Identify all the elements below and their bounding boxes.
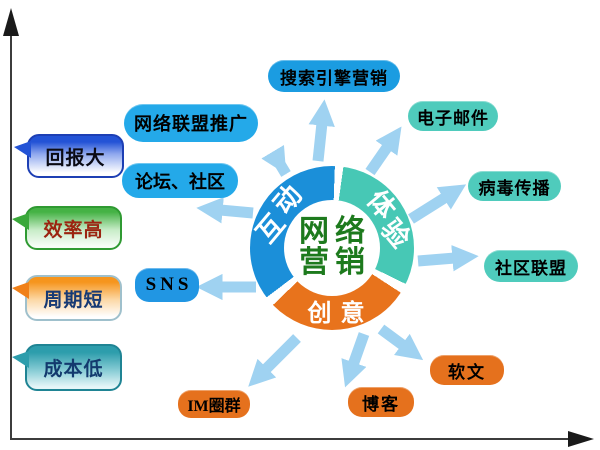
- channel-community-alliance: 社区联盟: [484, 250, 578, 282]
- channel-blog: 博客: [348, 387, 414, 417]
- channel-search-engine-marketing: 搜索引擎营销: [268, 60, 400, 92]
- segment-label-creativity: 创意: [307, 300, 374, 327]
- benefit-label: 成本低: [43, 359, 104, 380]
- arrow-to-search-engine: [308, 99, 335, 162]
- arrow-to-blog: [341, 332, 370, 388]
- arrow-to-soft-article: [377, 324, 424, 361]
- callout-tail-icon: [12, 213, 29, 230]
- callout-tail-icon: [14, 141, 31, 158]
- y-axis: [10, 32, 12, 440]
- channel-forum-community: 论坛、社区: [122, 163, 238, 198]
- benefit-short-cycle: 周期短: [12, 275, 122, 321]
- benefit-label: 周期短: [43, 289, 104, 311]
- arrow-to-alliance-promo: [261, 144, 291, 177]
- x-axis: [10, 438, 572, 440]
- callout-tail-icon: [12, 351, 29, 368]
- arrow-to-forum: [196, 197, 254, 224]
- channel-email: 电子邮件: [408, 101, 498, 131]
- y-axis-arrow-icon: [3, 8, 19, 36]
- channel-soft-article: 软文: [430, 355, 504, 385]
- channel-alliance-promotion: 网络联盟推广: [124, 104, 258, 142]
- benefit-big-return: 回报大: [14, 134, 124, 178]
- x-axis-arrow-icon: [568, 431, 594, 447]
- center-title-line1: 网络: [299, 215, 371, 249]
- arrow-to-im-group: [248, 334, 301, 387]
- channel-sns: SNS: [135, 268, 199, 302]
- diagram-center-title: 网络 营销: [250, 166, 414, 330]
- benefit-high-efficiency: 效率高: [12, 206, 122, 250]
- arrow-to-email: [365, 126, 402, 176]
- arrow-to-viral: [408, 184, 467, 224]
- channel-viral-marketing: 病毒传播: [468, 171, 561, 201]
- benefit-low-cost: 成本低: [12, 344, 122, 391]
- arrow-to-community-alliance: [417, 245, 479, 272]
- benefit-label: 回报大: [45, 147, 106, 169]
- benefit-label: 效率高: [43, 219, 104, 241]
- channel-im-group: IM圈群: [178, 390, 250, 418]
- callout-tail-icon: [12, 282, 29, 299]
- ring-center: [284, 200, 380, 296]
- center-title-line2: 营销: [299, 246, 371, 279]
